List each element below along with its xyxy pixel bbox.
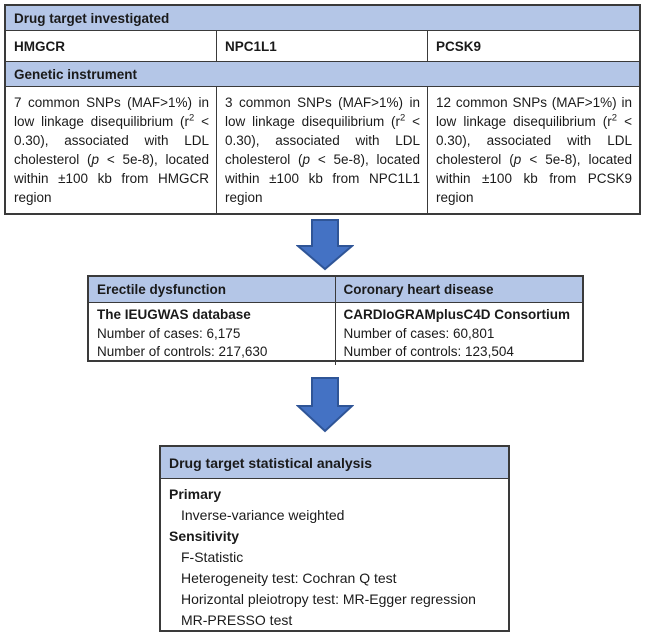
cases-count: Number of cases: 6,175 <box>97 325 241 341</box>
drug-target-npc1l1: NPC1L1 <box>217 31 428 61</box>
analysis-line-f-statistic: F-Statistic <box>181 549 244 565</box>
drug-target-name-row: HMGCR NPC1L1 PCSK9 <box>6 31 639 62</box>
outcome-body-row: The IEUGWAS database Number of cases: 6,… <box>89 303 582 365</box>
analysis-line-heterogeneity: Heterogeneity test: Cochran Q test <box>181 570 397 586</box>
analysis-line-primary: Primary <box>169 486 222 502</box>
drug-target-table: Drug target investigated HMGCR NPC1L1 PC… <box>4 4 641 215</box>
data-source-name: The IEUGWAS database <box>97 307 251 322</box>
outcome-table: Erectile dysfunction Coronary heart dise… <box>87 275 584 365</box>
instrument-cell-npc1l1: 3 common SNPs (MAF>1%) in low linkage di… <box>217 87 428 213</box>
controls-count: Number of controls: 217,630 <box>97 344 268 359</box>
analysis-line-mr-presso: MR-PRESSO test <box>181 612 293 628</box>
outcome-header-erectile-dysfunction: Erectile dysfunction <box>89 277 336 302</box>
genetic-instrument-header: Genetic instrument <box>6 62 639 87</box>
outcome-cell-erectile-dysfunction: The IEUGWAS database Number of cases: 6,… <box>89 303 336 365</box>
drug-target-header: Drug target investigated <box>6 6 639 31</box>
controls-count: Number of controls: 123,504 <box>343 344 514 359</box>
outcome-header-coronary-heart-disease: Coronary heart disease <box>335 277 582 302</box>
outcome-header-row: Erectile dysfunction Coronary heart dise… <box>89 277 582 303</box>
down-arrow-icon <box>296 219 354 271</box>
statistical-analysis-body: Primary Inverse-variance weighted Sensit… <box>161 479 508 636</box>
down-arrow-icon <box>296 377 354 433</box>
outcome-cell-coronary-heart-disease: CARDIoGRAMplusC4D Consortium Number of c… <box>336 303 583 365</box>
drug-target-pcsk9: PCSK9 <box>436 38 482 54</box>
data-source-name: CARDIoGRAMplusC4D Consortium <box>343 307 571 322</box>
analysis-line-ivw: Inverse-variance weighted <box>181 507 345 523</box>
analysis-line-pleiotropy: Horizontal pleiotropy test: MR-Egger reg… <box>181 591 476 607</box>
instrument-cell-pcsk9: 12 common SNPs (MAF>1%) in low linkage d… <box>436 95 632 205</box>
drug-target-hmgcr: HMGCR <box>6 31 217 61</box>
cases-count: Number of cases: 60,801 <box>343 325 495 341</box>
statistical-analysis-header: Drug target statistical analysis <box>161 447 508 479</box>
statistical-analysis-box: Drug target statistical analysis Primary… <box>159 445 510 632</box>
instrument-cell-hmgcr: 7 common SNPs (MAF>1%) in low linkage di… <box>6 87 217 213</box>
genetic-instrument-row: 7 common SNPs (MAF>1%) in low linkage di… <box>6 87 639 213</box>
analysis-line-sensitivity: Sensitivity <box>169 528 240 544</box>
